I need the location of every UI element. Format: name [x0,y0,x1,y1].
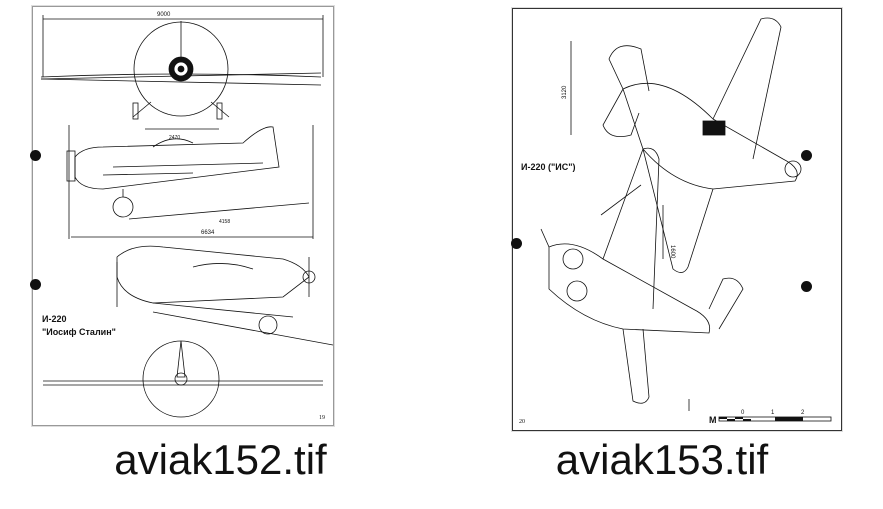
punch-hole [801,281,812,292]
thumbnail-aviak152[interactable]: 9000 2470 4158 6634 И-220 "Иосиф Сталин"… [0,0,441,509]
dimension-wheelbase-label: 4158 [219,219,230,225]
dimension-span-label: 9000 [157,12,171,18]
punch-hole [801,150,812,161]
aircraft-name: "Иосиф Сталин" [42,327,116,337]
aircraft-designation: И-220 [42,314,66,324]
scale-tick-1: 1 [771,410,775,416]
plan-view-top-drawing [570,17,802,273]
scale-tick-0: 0 [741,410,745,416]
file-name-caption[interactable]: aviak152.tif [114,436,327,483]
scale-tick-2: 2 [801,410,805,416]
page-number: 19 [319,415,325,421]
side-view-drawing [66,125,314,239]
rear-view-drawing [43,340,323,418]
thumbnail-aviak153[interactable]: 3120 1600 И-220 ("ИС") 20 M 0 1 2 aviak1… [441,0,883,509]
dimension-tail-label: 1600 [669,245,675,259]
front-view-drawing [40,21,322,130]
plan-view-bottom-drawing [540,147,744,411]
aircraft-designation: И-220 ("ИС") [521,162,575,172]
page-number: 20 [519,419,525,425]
punch-hole [30,150,41,161]
dimension-track-label: 2470 [169,135,180,141]
file-name-caption[interactable]: aviak153.tif [555,436,769,483]
dimension-chord-label: 3120 [562,85,568,99]
scanned-page-left: 9000 2470 4158 6634 И-220 "Иосиф Сталин"… [32,6,334,426]
oblique-view-drawing [116,245,333,346]
punch-hole [511,238,522,249]
scale-label: M [709,415,717,425]
punch-hole [30,279,41,290]
scale-bar: M 0 1 2 [709,410,832,425]
aircraft-drawing-three-view: 9000 2470 4158 6634 И-220 "Иосиф Сталин"… [40,12,333,421]
aircraft-drawing-top-bottom-view: 3120 1600 И-220 ("ИС") 20 M 0 1 2 [519,17,832,425]
dimension-length-label: 6634 [201,230,215,236]
scanned-page-right: 3120 1600 И-220 ("ИС") 20 M 0 1 2 [512,8,842,431]
